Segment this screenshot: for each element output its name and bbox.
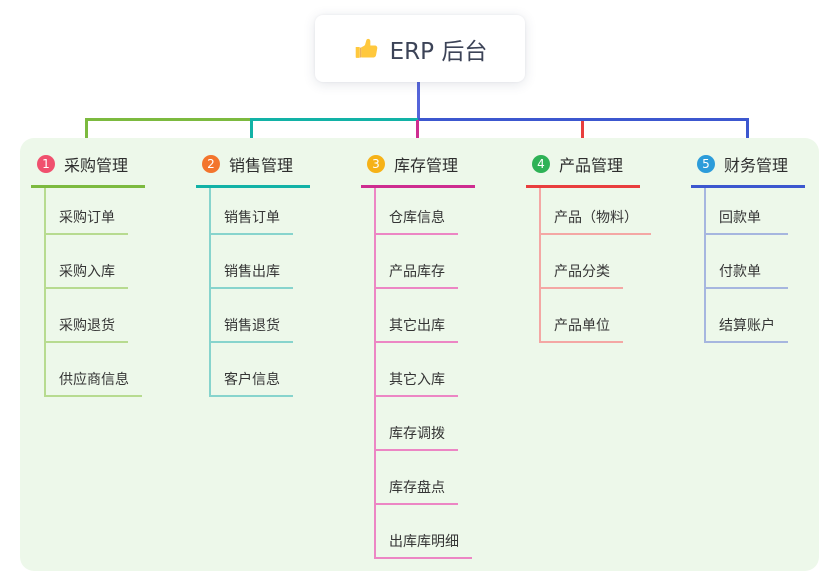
connector-drop-finance xyxy=(746,118,749,152)
branch-header[interactable]: 4 产品管理 xyxy=(526,152,640,188)
connector-drop-purchase xyxy=(85,118,88,152)
branch-column: 3 库存管理 仓库信息产品库存其它出库其它入库库存调拨库存盘点出库库明细 xyxy=(361,152,475,559)
leaf-node[interactable]: 采购订单 xyxy=(46,188,128,235)
branch-number-badge: 5 xyxy=(697,155,715,173)
leaf-node[interactable]: 产品单位 xyxy=(541,289,623,343)
root-node[interactable]: ERP 后台 xyxy=(315,15,525,82)
connector-drop-sales xyxy=(250,118,253,152)
branch-label: 销售管理 xyxy=(229,156,294,175)
branch-number-badge: 1 xyxy=(37,155,55,173)
leaf-node[interactable]: 客户信息 xyxy=(211,343,293,397)
leaf-node[interactable]: 销售出库 xyxy=(211,235,293,289)
connector-trunk-mid xyxy=(250,118,418,121)
leaf-node[interactable]: 产品（物料） xyxy=(541,188,651,235)
branch-header[interactable]: 1 采购管理 xyxy=(31,152,145,188)
branch-children: 产品（物料）产品分类产品单位 xyxy=(539,188,651,343)
branch-number-badge: 3 xyxy=(367,155,385,173)
leaf-node[interactable]: 产品库存 xyxy=(376,235,458,289)
branch-number-badge: 2 xyxy=(202,155,220,173)
branch-header[interactable]: 3 库存管理 xyxy=(361,152,475,188)
branch-column: 1 采购管理 采购订单采购入库采购退货供应商信息 xyxy=(31,152,145,397)
connector-drop-inventory xyxy=(416,120,419,152)
leaf-node[interactable]: 采购入库 xyxy=(46,235,128,289)
connector-trunk-left xyxy=(85,118,253,121)
branch-children: 采购订单采购入库采购退货供应商信息 xyxy=(44,188,142,397)
branch-children: 仓库信息产品库存其它出库其它入库库存调拨库存盘点出库库明细 xyxy=(374,188,472,559)
branches-panel: 1 采购管理 采购订单采购入库采购退货供应商信息 2 销售管理 销售订单销售出库… xyxy=(20,138,819,571)
leaf-node[interactable]: 产品分类 xyxy=(541,235,623,289)
leaf-node[interactable]: 其它出库 xyxy=(376,289,458,343)
leaf-node[interactable]: 库存调拨 xyxy=(376,397,458,451)
branch-label: 产品管理 xyxy=(559,156,624,175)
connector-trunk-right xyxy=(418,118,749,121)
branch-label: 财务管理 xyxy=(724,156,789,175)
leaf-node[interactable]: 其它入库 xyxy=(376,343,458,397)
leaf-node[interactable]: 供应商信息 xyxy=(46,343,142,397)
branch-number-badge: 4 xyxy=(532,155,550,173)
branch-children: 回款单付款单结算账户 xyxy=(704,188,788,343)
thumbs-up-icon xyxy=(353,36,379,62)
branch-column: 5 财务管理 回款单付款单结算账户 xyxy=(691,152,805,343)
leaf-node[interactable]: 仓库信息 xyxy=(376,188,458,235)
leaf-node[interactable]: 结算账户 xyxy=(706,289,788,343)
branch-label: 采购管理 xyxy=(64,156,129,175)
branch-column: 2 销售管理 销售订单销售出库销售退货客户信息 xyxy=(196,152,310,397)
branch-header[interactable]: 5 财务管理 xyxy=(691,152,805,188)
leaf-node[interactable]: 出库库明细 xyxy=(376,505,472,559)
connector-root-line xyxy=(417,82,420,120)
branch-header[interactable]: 2 销售管理 xyxy=(196,152,310,188)
leaf-node[interactable]: 库存盘点 xyxy=(376,451,458,505)
connector-drop-product xyxy=(581,121,584,152)
root-title: ERP 后台 xyxy=(389,38,488,65)
leaf-node[interactable]: 销售退货 xyxy=(211,289,293,343)
leaf-node[interactable]: 付款单 xyxy=(706,235,788,289)
branch-children: 销售订单销售出库销售退货客户信息 xyxy=(209,188,293,397)
branch-column: 4 产品管理 产品（物料）产品分类产品单位 xyxy=(526,152,651,343)
branch-label: 库存管理 xyxy=(394,156,459,175)
leaf-node[interactable]: 采购退货 xyxy=(46,289,128,343)
leaf-node[interactable]: 销售订单 xyxy=(211,188,293,235)
leaf-node[interactable]: 回款单 xyxy=(706,188,788,235)
